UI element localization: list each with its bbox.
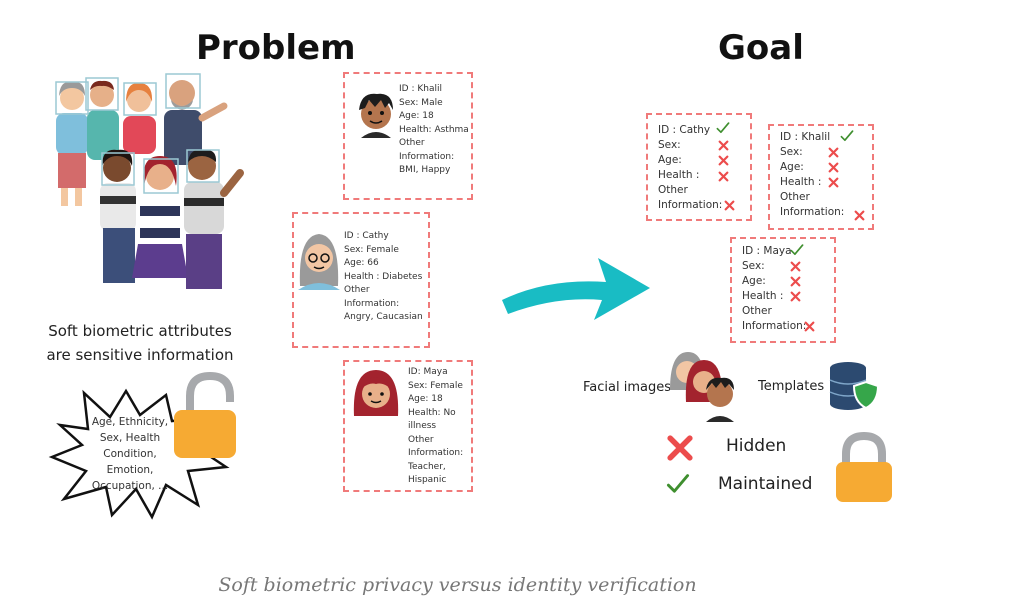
- goal-cathy-age: Age:: [658, 154, 682, 166]
- goal-maya-id: ID : Maya: [742, 245, 792, 257]
- cross-icon: [828, 147, 839, 158]
- goal-maya-age: Age:: [742, 275, 766, 287]
- maya-attributes: ID: Maya Sex: Female Age: 18 Health: No …: [408, 367, 464, 485]
- problem-title: Problem: [196, 28, 356, 68]
- goal-khalil-sex: Sex:: [780, 146, 803, 158]
- templates-label: Templates: [758, 379, 825, 394]
- burst-line: Age, Ethnicity,: [91, 416, 169, 428]
- burst-line: Sex, Health: [99, 432, 161, 444]
- figure-caption: Soft biometric privacy versus identity v…: [218, 574, 697, 596]
- maintained-label: Maintained: [718, 474, 813, 494]
- cathy-attributes: ID : Cathy Sex: Female Age: 66 Health : …: [344, 231, 423, 322]
- cross-icon: [828, 162, 839, 173]
- cross-icon: [790, 261, 801, 272]
- facial-images-icon: [670, 352, 734, 422]
- goal-khalil-id: ID : Khalil: [780, 131, 831, 143]
- goal-title: Goal: [718, 28, 804, 68]
- goal-maya-info: Information:: [742, 320, 807, 332]
- goal-khalil-age: Age:: [780, 161, 804, 173]
- goal-cathy-sex: Sex:: [658, 139, 681, 151]
- goal-maya-health: Health :: [742, 290, 784, 302]
- goal-cathy-health: Health :: [658, 169, 700, 181]
- goal-khalil-info: Information:: [780, 206, 845, 218]
- soft-biometric-text-line1: Soft biometric attributes: [48, 322, 232, 340]
- goal-cathy-id: ID : Cathy: [658, 124, 711, 136]
- burst-attributes-text: Age, Ethnicity, Sex, Health Condition, E…: [70, 414, 190, 494]
- goal-cathy-other: Other: [658, 184, 688, 196]
- maya-avatar-icon: [353, 370, 399, 416]
- cross-icon: [790, 291, 801, 302]
- cathy-avatar-icon: [298, 234, 340, 290]
- closed-padlock-icon: [836, 432, 892, 502]
- cross-icon: [718, 171, 729, 182]
- open-padlock-icon: [174, 372, 236, 458]
- hidden-label: Hidden: [726, 436, 787, 456]
- arrow-icon: [502, 258, 650, 320]
- goal-card-cathy: ID : Cathy Sex: Age: Health : Other Info…: [646, 113, 752, 221]
- crowd-illustration: [55, 73, 244, 289]
- database-shield-icon: [829, 362, 880, 410]
- facial-images-label: Facial images: [583, 380, 671, 395]
- check-icon: [840, 129, 854, 143]
- cross-icon: [828, 177, 839, 188]
- goal-card-maya: ID : Maya Sex: Age: Health : Other Infor…: [730, 237, 836, 343]
- goal-khalil-other: Other: [780, 191, 810, 203]
- check-icon: [666, 472, 690, 496]
- cross-icon: [666, 434, 694, 462]
- cross-icon: [790, 276, 801, 287]
- goal-khalil-health: Health :: [780, 176, 822, 188]
- goal-card-khalil: ID : Khalil Sex: Age: Health : Other Inf…: [768, 124, 874, 230]
- burst-line: Emotion,: [106, 464, 154, 476]
- goal-maya-other: Other: [742, 305, 772, 317]
- check-icon: [790, 243, 804, 257]
- burst-line: Condition,: [103, 448, 157, 460]
- khalil-attributes: ID : Khalil Sex: Male Age: 18 Health: As…: [399, 84, 469, 175]
- cross-icon: [718, 140, 729, 151]
- goal-cathy-info: Information:: [658, 199, 723, 211]
- goal-maya-sex: Sex:: [742, 260, 765, 272]
- cross-icon: [804, 321, 815, 332]
- soft-biometric-text-line2: are sensitive information: [46, 346, 234, 364]
- khalil-avatar-icon: [359, 93, 393, 138]
- cross-icon: [718, 155, 729, 166]
- cross-icon: [854, 210, 865, 221]
- cross-icon: [724, 200, 735, 211]
- check-icon: [716, 121, 730, 135]
- burst-line: Occupation, ...: [91, 480, 169, 492]
